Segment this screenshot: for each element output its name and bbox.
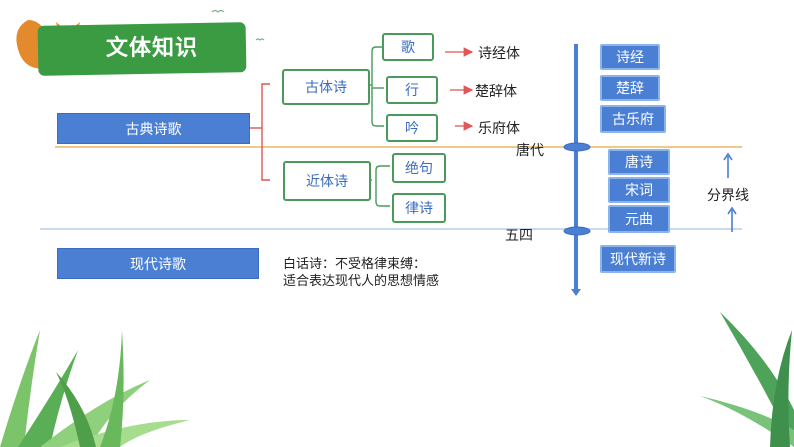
era-songci-box: 宋词	[608, 177, 670, 203]
era-guyuefu-box: 古乐府	[600, 105, 666, 133]
birds-decoration	[211, 9, 265, 41]
modern-style-box: 近体诗	[283, 161, 371, 201]
boundary-arrows	[723, 152, 737, 232]
modern-poetry-box: 现代诗歌	[57, 248, 259, 279]
ancient-style-box: 古体诗	[282, 69, 370, 105]
item-xing-box: 行	[386, 76, 438, 104]
result-chuci-style: 楚辞体	[475, 84, 517, 100]
timeline-arrowhead	[571, 289, 581, 296]
modern-poetry-desc-line1: 白话诗：不受格律束缚：	[283, 257, 427, 272]
timeline-node-tang	[563, 142, 591, 152]
timeline-node-may4	[563, 226, 591, 236]
era-modern-new-poetry-box: 现代新诗	[600, 245, 676, 273]
era-chuci-box: 楚辞	[600, 75, 660, 101]
item-lvshi-box: 律诗	[392, 193, 446, 223]
item-yin-box: 吟	[386, 114, 438, 142]
grass-decoration-right	[700, 312, 794, 447]
item-jueju-box: 绝句	[392, 153, 446, 183]
grass-decoration-left	[0, 330, 190, 447]
boundary-label: 分界线	[707, 188, 749, 204]
classical-poetry-box: 古典诗歌	[57, 113, 250, 144]
marker-tang: 唐代	[516, 143, 544, 159]
era-yuanqu-box: 元曲	[608, 205, 670, 233]
modern-poetry-desc-line2: 适合表达现代人的思想情感	[283, 274, 440, 289]
classical-bracket	[250, 83, 270, 181]
page-title: 文体知识	[106, 36, 199, 61]
era-shijing-box: 诗经	[600, 44, 660, 70]
result-yuefu-style: 乐府体	[478, 121, 520, 137]
result-shijing-style: 诗经体	[478, 46, 520, 62]
marker-may4: 五四	[505, 228, 533, 244]
item-ge-box: 歌	[382, 33, 434, 61]
era-tangshi-box: 唐诗	[608, 149, 670, 175]
